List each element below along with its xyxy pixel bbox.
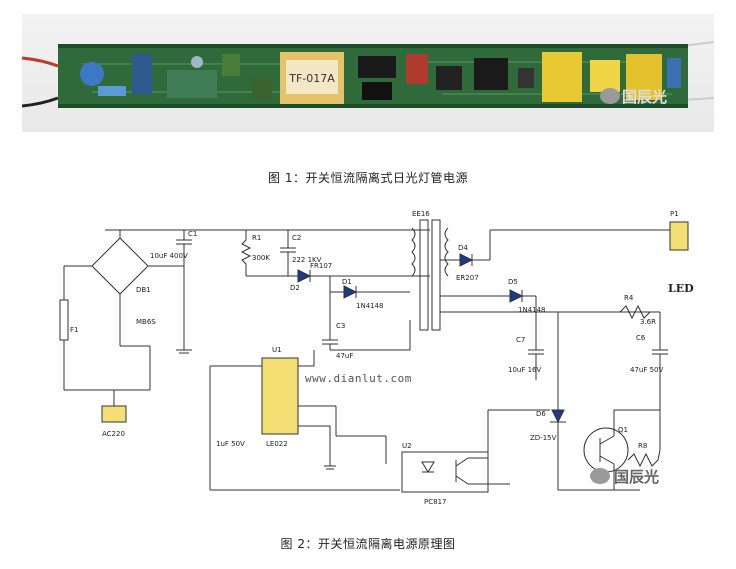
c7-label: C7 bbox=[516, 336, 525, 344]
figure2-schematic: C1 10uF 400V R1 300K C2 222 1KV D2 FR107… bbox=[40, 200, 714, 512]
ac-label: AC220 bbox=[102, 430, 125, 438]
pcb-illustration: TF-017A bbox=[21, 41, 715, 108]
p1-label: P1 bbox=[670, 210, 679, 218]
wechat-icon-2 bbox=[590, 468, 610, 484]
t1-label: EE16 bbox=[412, 210, 430, 218]
q1-label: Q1 bbox=[618, 426, 628, 434]
c1-value: 10uF 400V bbox=[150, 252, 188, 260]
c1-label: C1 bbox=[188, 230, 197, 238]
c3-label: C3 bbox=[336, 322, 345, 330]
d6-value: ZD-15V bbox=[530, 434, 557, 442]
d5-label: D5 bbox=[508, 278, 518, 286]
r4-value: 3.6R bbox=[640, 318, 656, 326]
wechat-icon bbox=[600, 88, 620, 104]
transformer-label: TF-017A bbox=[288, 72, 335, 85]
r8-label: R8 bbox=[638, 442, 647, 450]
schematic-watermark: 国辰光 bbox=[614, 468, 660, 486]
fuse-label: F1 bbox=[70, 326, 78, 334]
d1-label: D1 bbox=[342, 278, 352, 286]
d4-label: D4 bbox=[458, 244, 468, 252]
u2-label: U2 bbox=[402, 442, 412, 450]
c6-label: C6 bbox=[636, 334, 646, 342]
photo-watermark: 国辰光 bbox=[622, 88, 668, 106]
figure1-photo: TF-017A bbox=[21, 14, 715, 132]
d6-label: D6 bbox=[536, 410, 546, 418]
c2-value: 222 1KV bbox=[292, 256, 322, 264]
r4-label: R4 bbox=[624, 294, 634, 302]
d2-value: FR107 bbox=[310, 262, 332, 270]
c3-value: 47uF bbox=[336, 352, 353, 360]
d5-value: 1N4148 bbox=[518, 306, 546, 314]
bridge-value: MB6S bbox=[136, 318, 156, 326]
figure1-caption: 图 1：开关恒流隔离式日光灯管电源 bbox=[268, 171, 468, 185]
d2-label: D2 bbox=[290, 284, 300, 292]
c7-value: 10uF 16V bbox=[508, 366, 542, 374]
u1-value: LE022 bbox=[266, 440, 288, 448]
url-watermark: www.dianlut.com bbox=[305, 372, 412, 385]
bridge-label: DB1 bbox=[136, 286, 151, 294]
d4-value: ER207 bbox=[456, 274, 479, 282]
u2-value: PC817 bbox=[424, 498, 446, 506]
r1-label: R1 bbox=[252, 234, 261, 242]
r1-value: 300K bbox=[252, 254, 270, 262]
led-label: LED bbox=[668, 282, 694, 295]
d1-value: 1N4148 bbox=[356, 302, 384, 310]
c2-label: C2 bbox=[292, 234, 301, 242]
c5-value: 1uF 50V bbox=[216, 440, 245, 448]
c6-value: 47uF 50V bbox=[630, 366, 664, 374]
figure2-caption: 图 2：开关恒流隔离电源原理图 bbox=[280, 537, 456, 551]
u1-label: U1 bbox=[272, 346, 282, 354]
